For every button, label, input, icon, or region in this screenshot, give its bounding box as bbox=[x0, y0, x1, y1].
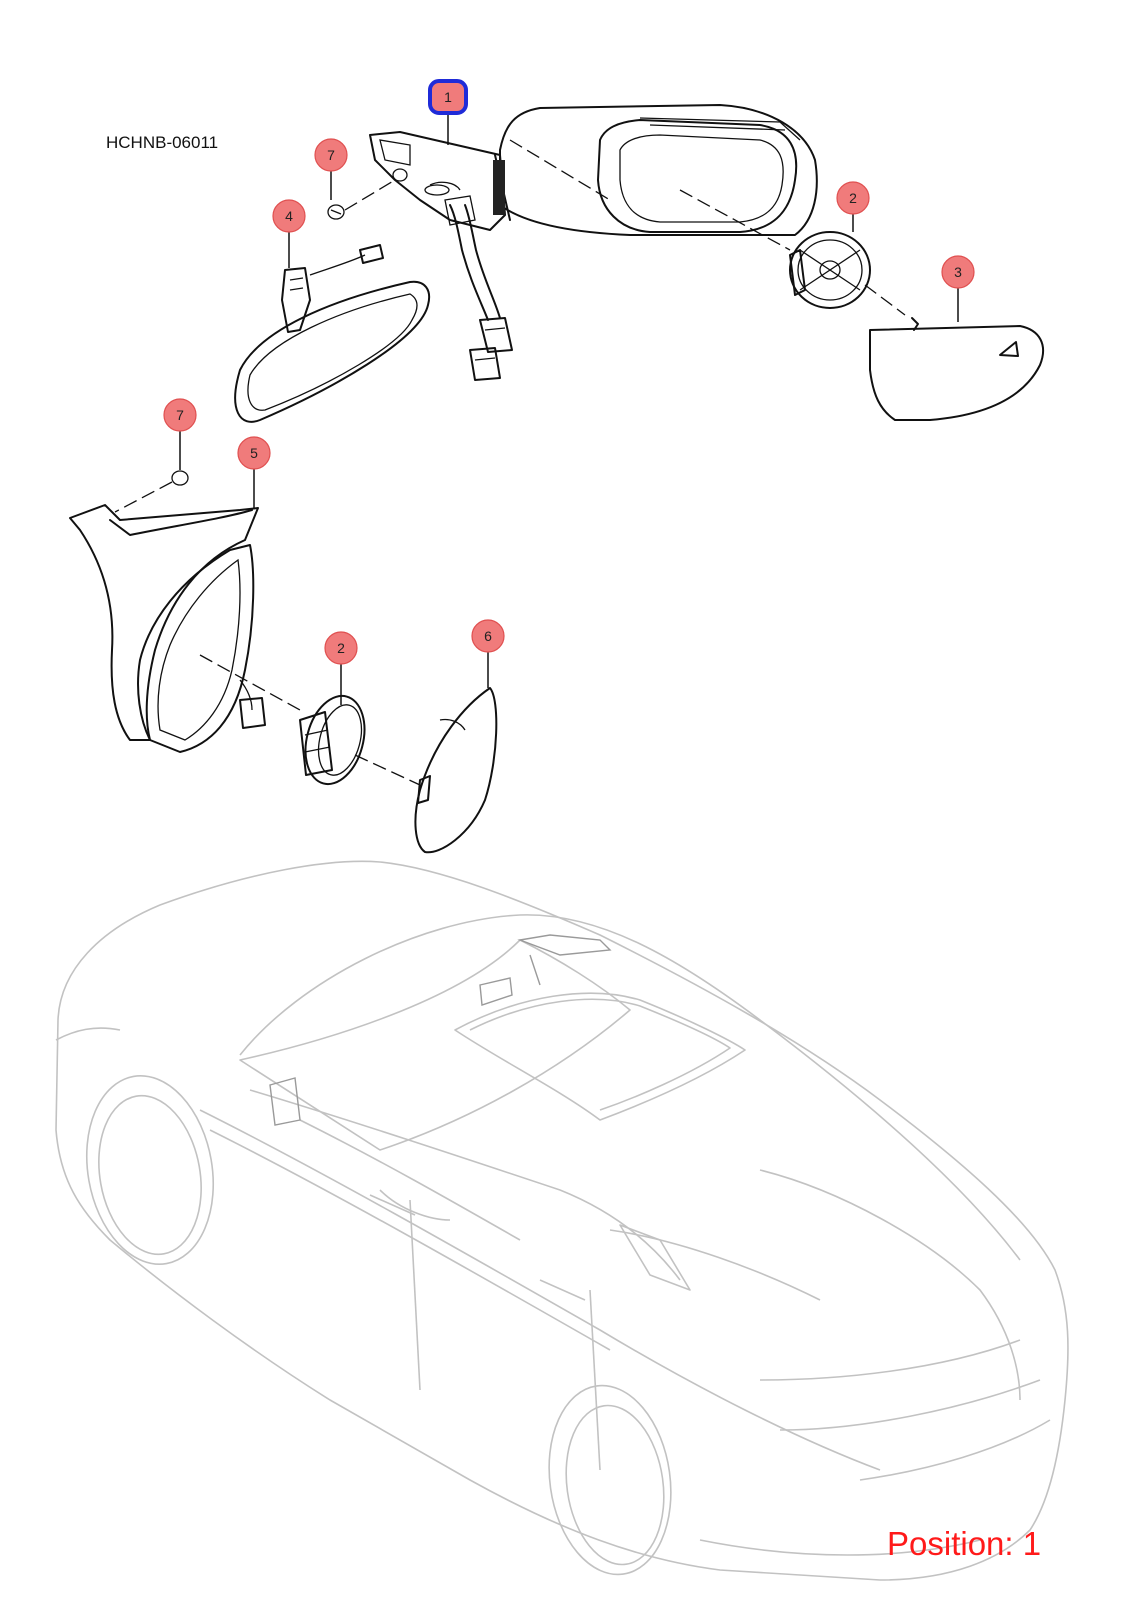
callout-2-upper[interactable]: 2 bbox=[836, 181, 870, 215]
callout-7-lower[interactable]: 7 bbox=[163, 398, 197, 432]
callout-2-lower[interactable]: 2 bbox=[324, 631, 358, 665]
callout-6[interactable]: 6 bbox=[471, 619, 505, 653]
mirror-housing-assembly bbox=[369, 104, 818, 381]
mirror-glass-right bbox=[869, 317, 1045, 421]
position-label: Position: 1 bbox=[887, 1525, 1041, 1562]
leader-lines bbox=[179, 113, 959, 705]
callout-7-top-label: 7 bbox=[327, 147, 335, 163]
outside-mirror-housing bbox=[69, 470, 301, 753]
callout-4[interactable]: 4 bbox=[272, 199, 306, 233]
car-illustration bbox=[55, 860, 1069, 1581]
callout-6-label: 6 bbox=[484, 628, 492, 644]
callout-7-lower-label: 7 bbox=[176, 407, 184, 423]
callout-4-label: 4 bbox=[285, 208, 293, 224]
callout-1-label: 1 bbox=[444, 89, 452, 105]
mirror-actuator-lower bbox=[299, 694, 421, 786]
callout-5[interactable]: 5 bbox=[237, 436, 271, 470]
interior-rearview-mirror bbox=[234, 244, 430, 423]
callout-1[interactable]: 1 bbox=[428, 79, 468, 115]
callout-7-top[interactable]: 7 bbox=[314, 138, 348, 172]
callout-2-lower-label: 2 bbox=[337, 640, 345, 656]
mirror-actuator-upper bbox=[789, 231, 906, 316]
screw-top bbox=[327, 179, 396, 220]
callout-2-upper-label: 2 bbox=[849, 190, 857, 206]
mirror-glass-left bbox=[414, 687, 498, 854]
callout-3[interactable]: 3 bbox=[941, 255, 975, 289]
callout-5-label: 5 bbox=[250, 445, 258, 461]
callout-3-label: 3 bbox=[954, 264, 962, 280]
diagram-code: HCHNB-06011 bbox=[106, 133, 218, 152]
